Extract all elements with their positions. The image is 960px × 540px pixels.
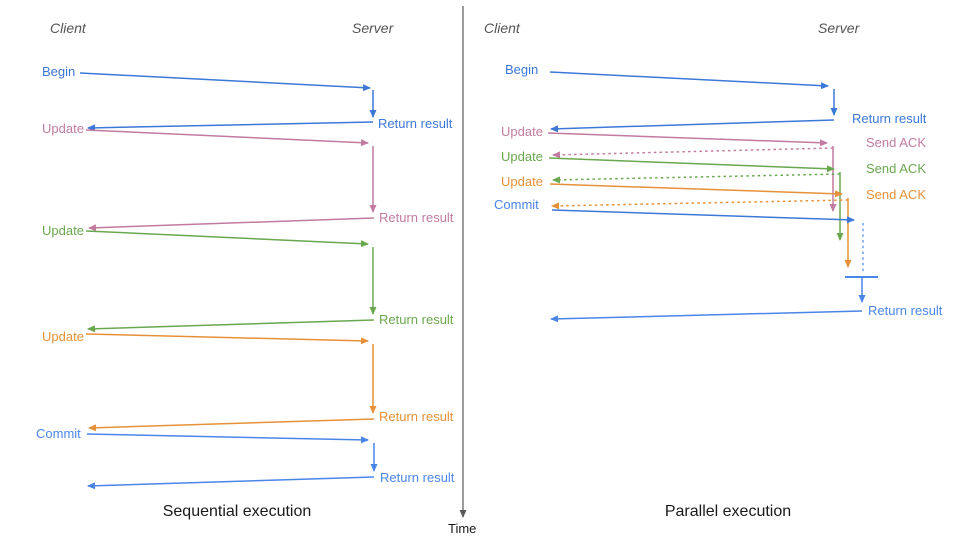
- par-update3-ack-label: Send ACK: [866, 187, 926, 202]
- seq-begin-response-label: Return result: [378, 116, 453, 131]
- seq-update2-request-line: [85, 230, 369, 248]
- seq-commit-return-line: [87, 476, 375, 490]
- seq-update3-return-line: [88, 418, 375, 432]
- par-update1-ack-line: [552, 147, 834, 159]
- par-update3-ack-line: [551, 199, 849, 210]
- par-begin-return-line: [550, 119, 835, 133]
- par-commit-request-line: [551, 209, 855, 224]
- par-update3-request-line: [549, 183, 843, 198]
- par-server-header: Server: [818, 20, 860, 36]
- seq-client-header: Client: [50, 20, 86, 36]
- seq-update1-response-label: Return result: [379, 210, 454, 225]
- par-begin-response-label: Return result: [852, 111, 927, 126]
- seq-server-header: Server: [352, 20, 394, 36]
- seq-commit-request-line: [86, 433, 369, 444]
- par-update2-ack-line: [552, 173, 841, 184]
- seq-commit-response-label: Return result: [380, 470, 455, 485]
- par-update2-ack-label: Send ACK: [866, 161, 926, 176]
- par-begin-request-line: [549, 71, 829, 90]
- par-update2-label: Update: [501, 149, 543, 164]
- par-update3-label: Update: [501, 174, 543, 189]
- seq-update3-label: Update: [42, 329, 84, 344]
- seq-update2-return-line: [87, 319, 375, 333]
- seq-update2-label: Update: [42, 223, 84, 238]
- par-begin-label: Begin: [505, 62, 539, 77]
- par-update1-ack-label: Send ACK: [866, 135, 926, 150]
- seq-begin-request-line: [79, 72, 371, 92]
- par-commit-label: Commit: [494, 197, 539, 212]
- par-update2-request-line: [548, 157, 835, 173]
- seq-commit-label: Commit: [36, 426, 81, 441]
- time-label: Time: [448, 521, 477, 536]
- par-update1-request-line: [547, 132, 828, 147]
- seq-update3-request-line: [85, 333, 369, 345]
- seq-begin-return-line: [87, 121, 374, 132]
- par-caption: Parallel execution: [664, 503, 792, 520]
- par-final-response-label: Return result: [868, 303, 943, 318]
- par-final-return-line: [550, 310, 863, 323]
- seq-update1-request-line: [85, 129, 369, 147]
- seq-update3-response-label: Return result: [379, 409, 454, 424]
- seq-begin-label: Begin: [42, 64, 76, 79]
- par-update1-label: Update: [501, 124, 543, 139]
- seq-update1-return-line: [88, 217, 375, 232]
- seq-update1-label: Update: [42, 121, 84, 136]
- par-client-header: Client: [484, 20, 520, 36]
- seq-update2-response-label: Return result: [379, 312, 454, 327]
- seq-caption: Sequential execution: [162, 503, 312, 520]
